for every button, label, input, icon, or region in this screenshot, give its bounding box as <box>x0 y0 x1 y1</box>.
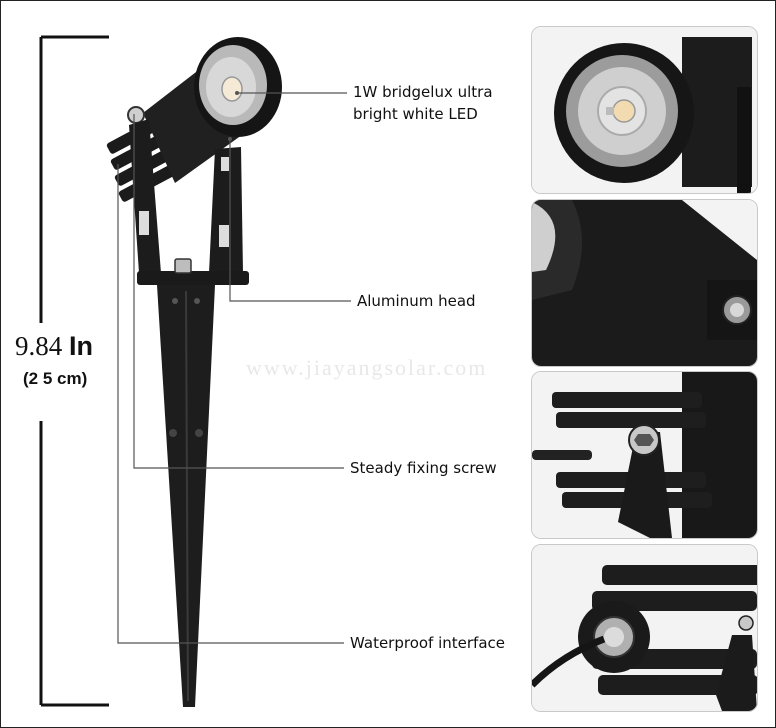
detail-panel-head <box>531 199 758 367</box>
led-lens-icon <box>532 27 757 193</box>
aluminum-head-icon <box>532 200 757 366</box>
fixing-screw-icon <box>532 372 757 538</box>
dimension-bracket <box>39 35 109 707</box>
height-inches: 9.84 In <box>15 331 93 361</box>
detail-panel-screw <box>531 371 758 539</box>
callout-interface-label: Waterproof interface <box>350 634 506 652</box>
spotlight-product-image <box>106 37 282 707</box>
callout-screw-label: Steady fixing screw <box>350 459 497 477</box>
watermark-text: www.jiayangsolar.com <box>246 355 488 380</box>
detail-panel-interface <box>531 544 758 712</box>
waterproof-connector-icon <box>532 545 757 711</box>
height-centimeters: (2 5 cm) <box>23 369 88 388</box>
callout-head-label: Aluminum head <box>357 292 476 310</box>
callout-led-label: 1W bridgelux ultra bright white LED <box>353 83 493 123</box>
detail-panel-led <box>531 26 758 194</box>
